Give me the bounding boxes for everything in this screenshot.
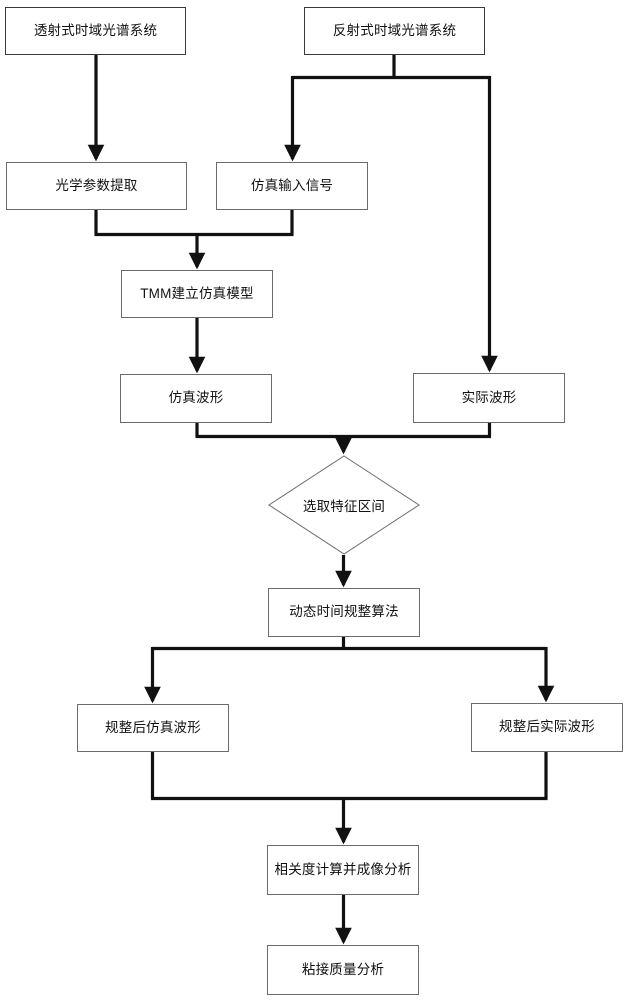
node-correlation-and-imaging-analysis[interactable]: 相关度计算并成像分析 bbox=[267, 845, 419, 895]
node-label: 粘接质量分析 bbox=[301, 961, 385, 977]
node-simulation-input-signal[interactable]: 仿真输入信号 bbox=[216, 162, 368, 210]
node-bond-quality-analysis[interactable]: 粘接质量分析 bbox=[267, 945, 419, 995]
node-simulated-waveform[interactable]: 仿真波形 bbox=[120, 374, 272, 423]
node-label: 选取特征区间 bbox=[302, 499, 386, 514]
node-actual-waveform[interactable]: 实际波形 bbox=[413, 373, 565, 423]
node-label: 光学参数提取 bbox=[55, 177, 138, 193]
node-label: 规整后实际波形 bbox=[499, 719, 595, 735]
edge-dtw-split bbox=[144, 637, 555, 704]
node-warped-simulated-waveform[interactable]: 规整后仿真波形 bbox=[77, 704, 229, 752]
node-label: 相关度计算并成像分析 bbox=[274, 861, 412, 877]
node-feature-interval-selection[interactable]: 选取特征区间 bbox=[268, 455, 420, 555]
diamond-shape bbox=[268, 455, 420, 555]
node-transmission-tds-system[interactable]: 透射式时域光谱系统 bbox=[5, 7, 186, 55]
node-warped-actual-waveform[interactable]: 规整后实际波形 bbox=[471, 703, 623, 752]
node-reflection-tds-system[interactable]: 反射式时域光谱系统 bbox=[304, 7, 485, 55]
node-label: TMM建立仿真模型 bbox=[140, 285, 254, 301]
edge-merge-to-feature-selection bbox=[195, 423, 492, 455]
node-label: 规整后仿真波形 bbox=[105, 719, 201, 735]
edge-merge-to-correlation-analysis bbox=[150, 752, 548, 845]
node-label: 透射式时域光谱系统 bbox=[33, 22, 158, 38]
node-label: 实际波形 bbox=[461, 389, 517, 405]
node-label: 仿真输入信号 bbox=[250, 177, 334, 193]
edge-merge-to-tmm-model bbox=[94, 210, 294, 270]
node-tmm-simulation-model[interactable]: TMM建立仿真模型 bbox=[121, 270, 273, 318]
node-label: 仿真波形 bbox=[168, 390, 224, 406]
node-label: 动态时间规整算法 bbox=[289, 604, 399, 620]
node-optical-parameter-extraction[interactable]: 光学参数提取 bbox=[6, 162, 187, 210]
edge-reflection-split bbox=[292, 55, 491, 80]
node-dynamic-time-warping[interactable]: 动态时间规整算法 bbox=[268, 588, 420, 637]
node-label: 反射式时域光谱系统 bbox=[332, 22, 457, 38]
